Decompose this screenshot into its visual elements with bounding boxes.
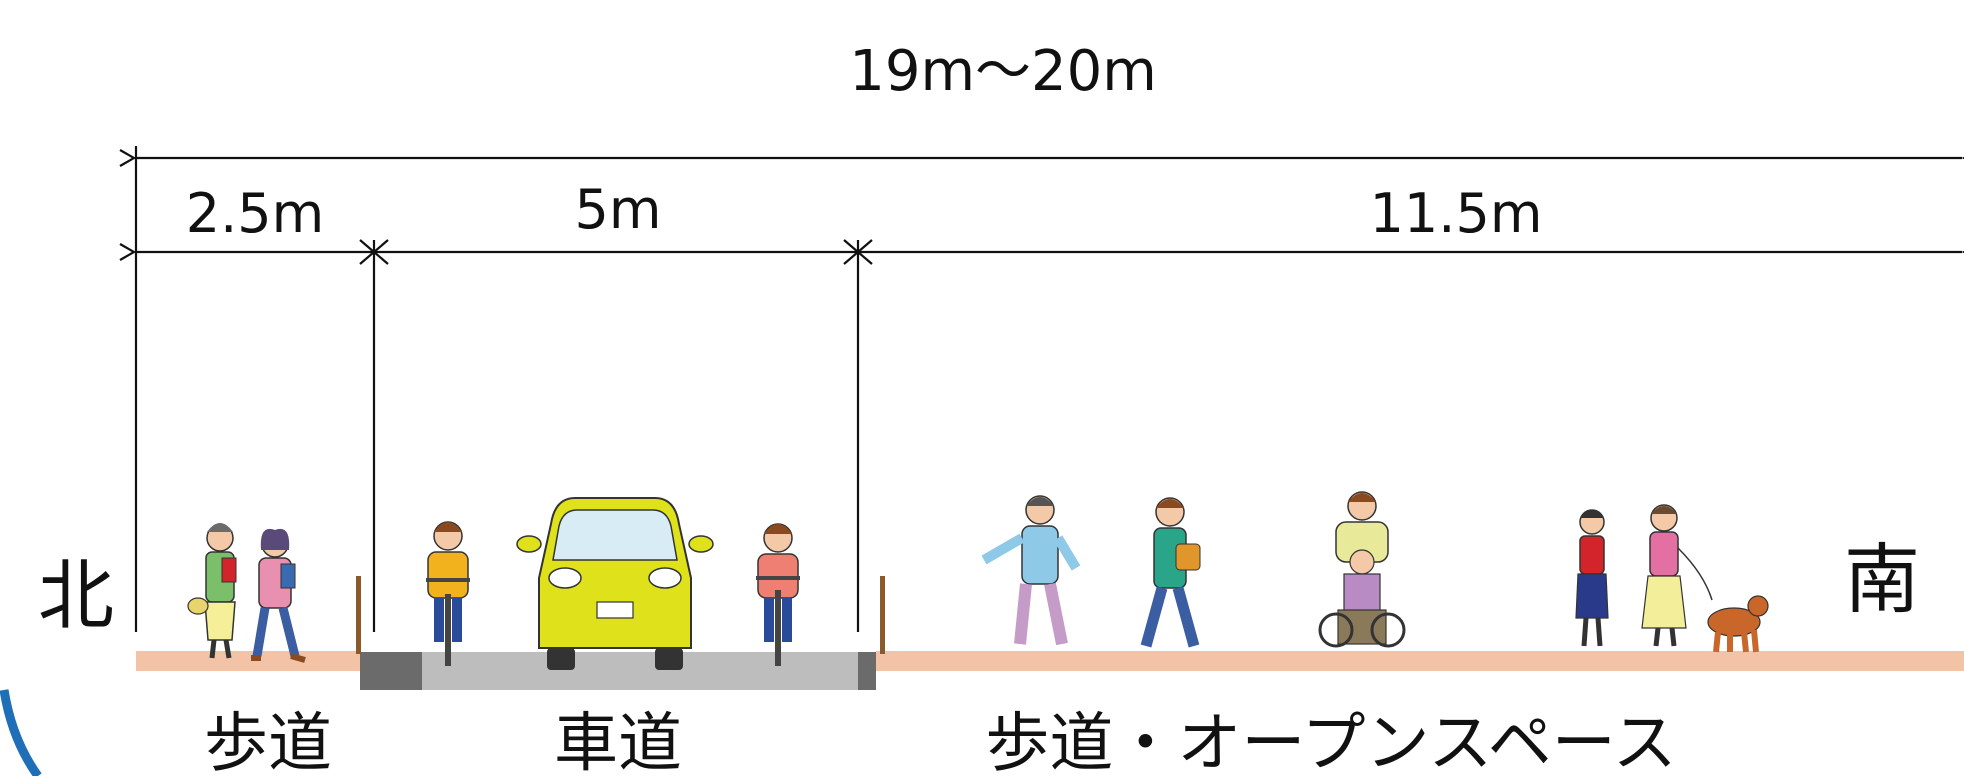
extension-lines [134,146,860,632]
south-direction-label: 南 [1844,535,1920,624]
total-width-label: 19m〜20m [849,39,1157,104]
bollard-left [356,576,361,654]
north-sidewalk-width-label: 2.5m [186,182,324,245]
north-sidewalk-surface [136,651,360,671]
car-icon [516,497,714,670]
south-sidewalk-surface [876,651,1964,671]
north-direction-label: 北 [38,551,114,640]
pedestrian-child-icon [1575,509,1609,647]
cyclist-icon [756,523,800,666]
road-curb-left [360,652,422,690]
pedestrian-girl-icon [251,528,306,663]
cyclist-icon [426,521,470,666]
decorative-blue-arc [0,689,42,776]
roadway-surface [360,652,876,690]
road-curb-right [858,652,876,690]
pedestrian-woman-icon [1140,497,1201,648]
north-sidewalk-label: 歩道 [204,707,332,776]
bollard-right [880,576,885,654]
south-space-label: 歩道・オープンスペース [985,707,1676,776]
woman-walking-dog-icon [1641,504,1769,653]
roadway-label: 車道 [554,707,682,776]
pedestrian-girl-icon [187,523,237,659]
wheelchair-user-icon [1318,491,1406,648]
south-space-width-label: 11.5m [1370,182,1543,245]
pedestrian-man-icon [981,495,1081,646]
roadway-width-label: 5m [575,178,662,241]
